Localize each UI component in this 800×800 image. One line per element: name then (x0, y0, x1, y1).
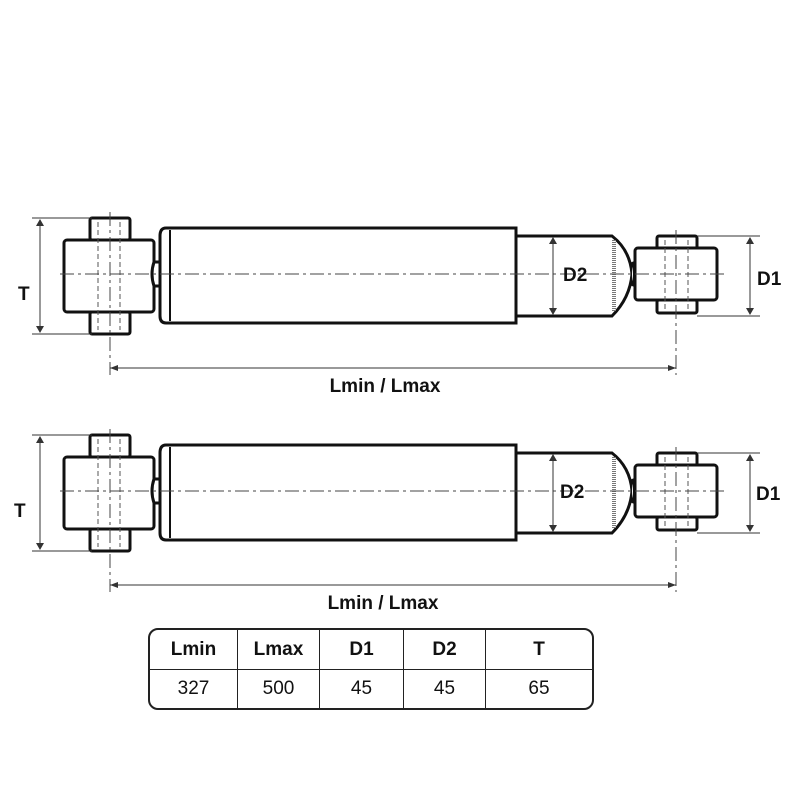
length-label: Lmin / Lmax (328, 593, 439, 614)
value-d1: 45 (320, 670, 404, 708)
d2-label: D2 (563, 265, 587, 286)
value-lmax: 500 (238, 670, 320, 708)
shock-diagram-2: T D2 D1 Lmin / Lmax (14, 427, 781, 614)
length-label: Lmin / Lmax (330, 376, 441, 397)
header-d1: D1 (320, 630, 404, 670)
value-d2: 45 (404, 670, 486, 708)
header-d2: D2 (404, 630, 486, 670)
t-label: T (18, 284, 30, 305)
d2-label: D2 (560, 482, 584, 503)
d1-label: D1 (756, 484, 781, 505)
header-lmax: Lmax (238, 630, 320, 670)
value-t: 65 (528, 678, 550, 699)
t-label: T (14, 501, 26, 522)
header-lmin: Lmin (150, 630, 238, 670)
header-t: T (486, 630, 592, 670)
shock-diagram-1: T D2 D1 Lmin / Lmax (18, 210, 782, 397)
value-lmin: 327 (150, 670, 238, 708)
d1-label: D1 (757, 269, 782, 290)
dimensions-table: Lmin Lmax D1 D2 T 327 500 45 45 65 (148, 628, 594, 710)
